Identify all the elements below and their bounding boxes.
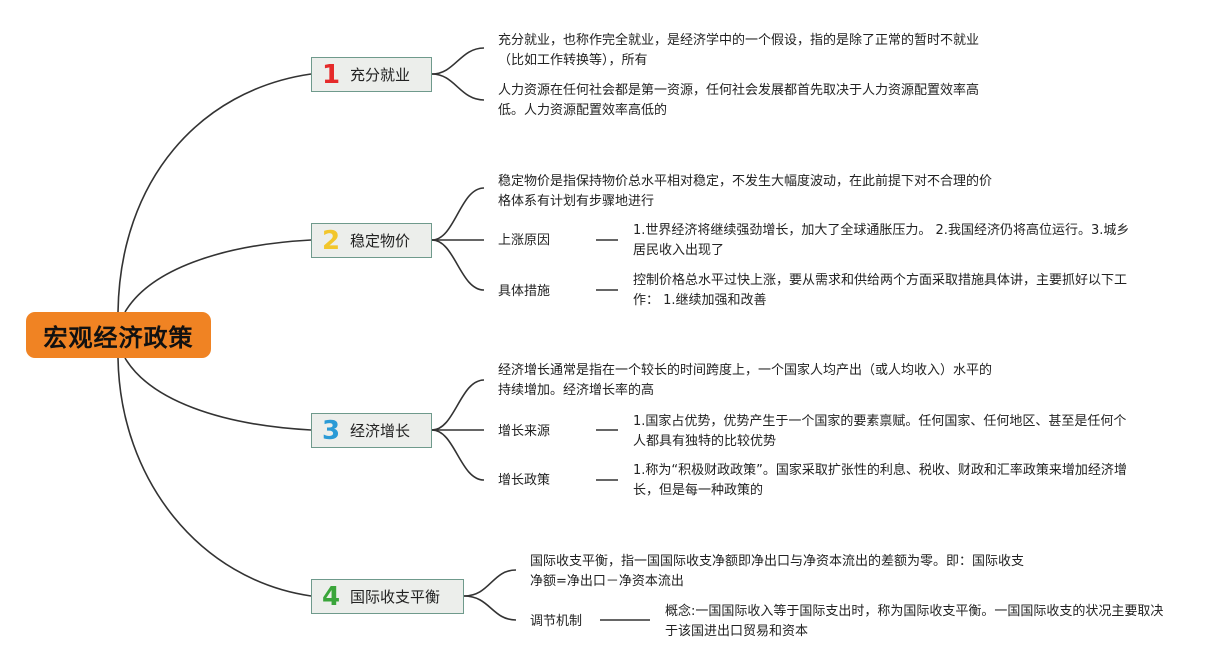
sub-growth-sources[interactable]: 增长来源 [498, 424, 551, 439]
topic-balance-of-payments[interactable]: 4 国际收支平衡 [311, 579, 464, 614]
topic-economic-growth[interactable]: 3 经济增长 [311, 413, 432, 448]
note-balance-of-payments[interactable]: 国际收支平衡，指一国国际收支净额即净出口与净资本流出的差额为零。即：国际收支净额… [530, 554, 1025, 589]
root-title: 宏观经济政策 [43, 323, 194, 352]
note-economic-growth[interactable]: 经济增长通常是指在一个较长的时间跨度上，一个国家人均产出（或人均收入）水平的持续… [498, 363, 993, 398]
topic-label: 国际收支平衡 [350, 588, 441, 606]
note-full-employment-1[interactable]: 充分就业，也称作完全就业，是经济学中的一个假设，指的是除了正常的暂时不就业（比如… [498, 33, 980, 68]
detail-rise-causes[interactable]: 1.世界经济将继续强劲增长，加大了全球通胀压力。 2.我国经济仍将高位运行。3.… [633, 223, 1130, 258]
detail-adjustment-mechanism[interactable]: 概念:一国国际收入等于国际支出时，称为国际收支平衡。一国国际收支的状况主要取决于… [665, 604, 1164, 639]
sub-measures[interactable]: 具体措施 [498, 284, 551, 299]
number-2-icon: 2 [321, 225, 341, 256]
topic-label: 经济增长 [350, 422, 411, 440]
sub-growth-policy[interactable]: 增长政策 [498, 473, 551, 488]
detail-growth-policy[interactable]: 1.称为“积极财政政策”。国家采取扩张性的利息、税收、财政和汇率政策来增加经济增… [633, 463, 1127, 498]
sub-adjustment-mechanism[interactable]: 调节机制 [530, 614, 583, 629]
note-price-stability[interactable]: 稳定物价是指保持物价总水平相对稳定，不发生大幅度波动，在此前提下对不合理的价格体… [498, 174, 993, 209]
number-4-icon: 4 [321, 581, 341, 612]
sub-rise-causes[interactable]: 上涨原因 [498, 233, 551, 248]
topic-label: 充分就业 [350, 66, 411, 84]
note-full-employment-2[interactable]: 人力资源在任何社会都是第一资源，任何社会发展都首先取决于人力资源配置效率高低。人… [498, 83, 980, 118]
number-1-icon: 1 [321, 59, 341, 90]
topic-full-employment[interactable]: 1 充分就业 [311, 57, 432, 92]
number-3-icon: 3 [321, 415, 341, 446]
detail-growth-sources[interactable]: 1.国家占优势，优势产生于一个国家的要素禀赋。任何国家、任何地区、甚至是任何个人… [633, 414, 1127, 449]
topic-label: 稳定物价 [350, 232, 411, 250]
topic-price-stability[interactable]: 2 稳定物价 [311, 223, 432, 258]
detail-measures[interactable]: 控制价格总水平过快上涨，要从需求和供给两个方面采取措施具体讲，主要抓好以下工作：… [633, 273, 1128, 308]
root-topic[interactable]: 宏观经济政策 [26, 312, 211, 358]
